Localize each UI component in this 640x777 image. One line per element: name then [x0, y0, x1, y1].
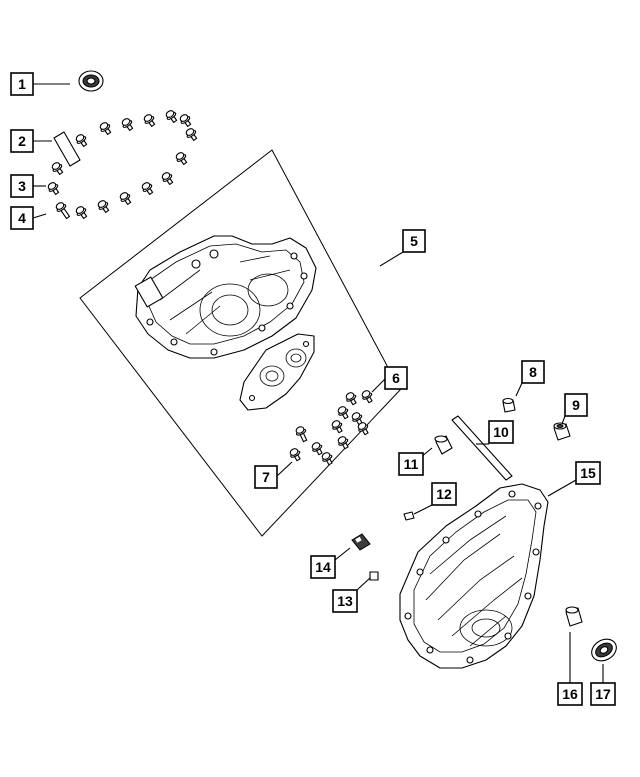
bolt: [165, 110, 178, 123]
part-small-pin: [403, 511, 415, 521]
bolt: [75, 206, 88, 219]
bolt: [119, 192, 132, 205]
callout-number: 16: [562, 686, 578, 702]
callout-10: 10: [488, 420, 514, 444]
callout-box: [564, 393, 588, 417]
bolt: [75, 134, 88, 147]
callout-6: 6: [384, 366, 408, 390]
callout-box: [575, 461, 601, 485]
callout-3: 3: [10, 174, 34, 198]
bolt: [143, 114, 156, 127]
bolt: [311, 442, 323, 456]
bolt: [337, 406, 349, 420]
callout-number: 7: [262, 469, 270, 485]
callout-number: 10: [493, 424, 509, 440]
bolt: [179, 114, 192, 127]
callout-number: 17: [595, 686, 611, 702]
callout-number: 9: [572, 397, 580, 413]
bolt: [97, 200, 110, 213]
part-dowel-pin: [53, 131, 81, 167]
bolt: [121, 118, 134, 131]
callout-14: 14: [310, 555, 336, 579]
part-transmission-case: [399, 483, 549, 669]
bolt: [51, 162, 64, 175]
callout-box: [488, 420, 514, 444]
part-cover-plate: [239, 333, 315, 411]
callout-box: [332, 589, 358, 613]
bolt-cluster-upper: [47, 110, 198, 220]
part-seal-2: [591, 638, 617, 662]
callout-box: [254, 465, 278, 489]
callout-box: [10, 129, 34, 153]
callout-box: [10, 72, 34, 96]
callout-number: 14: [315, 559, 331, 575]
callout-number: 12: [436, 486, 452, 502]
callout-9: 9: [564, 393, 588, 417]
callout-2: 2: [10, 129, 34, 153]
part-5-group-frame: [79, 149, 401, 537]
bolt: [99, 122, 112, 135]
callout-7: 7: [254, 465, 278, 489]
bolt: [321, 452, 333, 466]
bolt: [185, 128, 198, 141]
callout-number: 15: [580, 465, 596, 481]
callout-box: [402, 229, 426, 253]
callout-number: 8: [529, 364, 537, 380]
callout-number: 4: [18, 210, 26, 226]
callout-number: 11: [404, 456, 419, 472]
bolt-cluster-lower: [289, 390, 373, 466]
callout-box: [10, 206, 34, 230]
part-shift-rod: [451, 415, 513, 481]
bolt: [351, 412, 363, 426]
callout-number: 13: [337, 593, 353, 609]
bolt: [357, 422, 369, 436]
part-magnet: [351, 533, 371, 551]
bolt: [141, 182, 154, 195]
callout-1: 1: [10, 72, 34, 96]
callout-box: [431, 482, 457, 506]
callout-11: 11: [398, 452, 424, 476]
callout-number: 6: [392, 370, 400, 386]
part-bell-housing: [134, 235, 317, 359]
bolt: [289, 448, 301, 462]
part-plug: [502, 397, 516, 413]
part-bushing-2: [565, 606, 583, 627]
bolt: [47, 182, 60, 195]
bolt: [345, 392, 357, 406]
callout-5: 5: [402, 229, 426, 253]
callout-number: 1: [18, 76, 26, 92]
callout-12: 12: [431, 482, 457, 506]
bolt: [55, 202, 71, 220]
callout-box: [521, 360, 545, 384]
bolt: [295, 426, 308, 443]
part-sleeve: [434, 435, 453, 455]
part-seal: [78, 70, 104, 92]
bolt: [161, 172, 174, 185]
callout-box: [590, 682, 616, 706]
callout-box: [310, 555, 336, 579]
callout-number: 3: [18, 178, 26, 194]
callout-number: 2: [18, 133, 26, 149]
callout-box: [384, 366, 408, 390]
bolt: [361, 390, 373, 404]
bolt: [337, 436, 349, 450]
part-small-pin-2: [369, 571, 379, 581]
callout-4: 4: [10, 206, 34, 230]
callout-box: [10, 174, 34, 198]
bolt: [331, 420, 343, 434]
callout-box: [557, 682, 583, 706]
callout-17: 17: [590, 682, 616, 706]
part-bushing: [553, 422, 571, 441]
bolt: [175, 152, 188, 165]
callout-16: 16: [557, 682, 583, 706]
callout-number: 5: [410, 233, 418, 249]
callout-8: 8: [521, 360, 545, 384]
leader-lines: [32, 83, 604, 683]
callout-15: 15: [575, 461, 601, 485]
callout-box: [398, 452, 424, 476]
callout-13: 13: [332, 589, 358, 613]
